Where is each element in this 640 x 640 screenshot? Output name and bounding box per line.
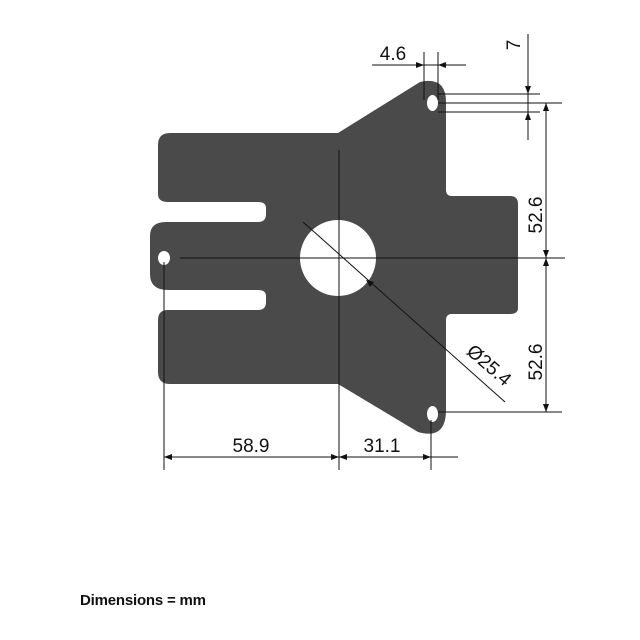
arrow-lower-bottom bbox=[543, 404, 549, 412]
arrow-31-1-right bbox=[423, 454, 431, 460]
arrow-31-1-left bbox=[339, 454, 347, 460]
diameter-leader bbox=[302, 221, 506, 403]
dim-58-9-label: 58.9 bbox=[233, 436, 270, 457]
arrow-7-bottom bbox=[525, 112, 531, 120]
diameter-arrow bbox=[366, 280, 374, 287]
dim-31-1-label: 31.1 bbox=[364, 436, 401, 457]
arrow-4-6-left bbox=[416, 62, 424, 68]
arrow-upper-top bbox=[543, 103, 549, 111]
dim-7-label: 7 bbox=[504, 40, 525, 51]
arrow-58-9-right bbox=[331, 454, 339, 460]
bracket-plate bbox=[150, 80, 518, 434]
arrow-lower-top bbox=[543, 258, 549, 266]
dim-lower-52-6-label: 52.6 bbox=[526, 344, 547, 381]
arrow-upper-bottom bbox=[543, 250, 549, 258]
dim-4-6-label: 4.6 bbox=[380, 44, 406, 65]
arrow-7-top bbox=[525, 86, 531, 94]
units-footnote: Dimensions = mm bbox=[80, 592, 206, 609]
dim-upper-52-6-label: 52.6 bbox=[526, 197, 547, 234]
arrow-58-9-left bbox=[164, 454, 172, 460]
dim-diameter-label: Ø25.4 bbox=[462, 341, 515, 391]
arrow-4-6-right bbox=[438, 62, 446, 68]
